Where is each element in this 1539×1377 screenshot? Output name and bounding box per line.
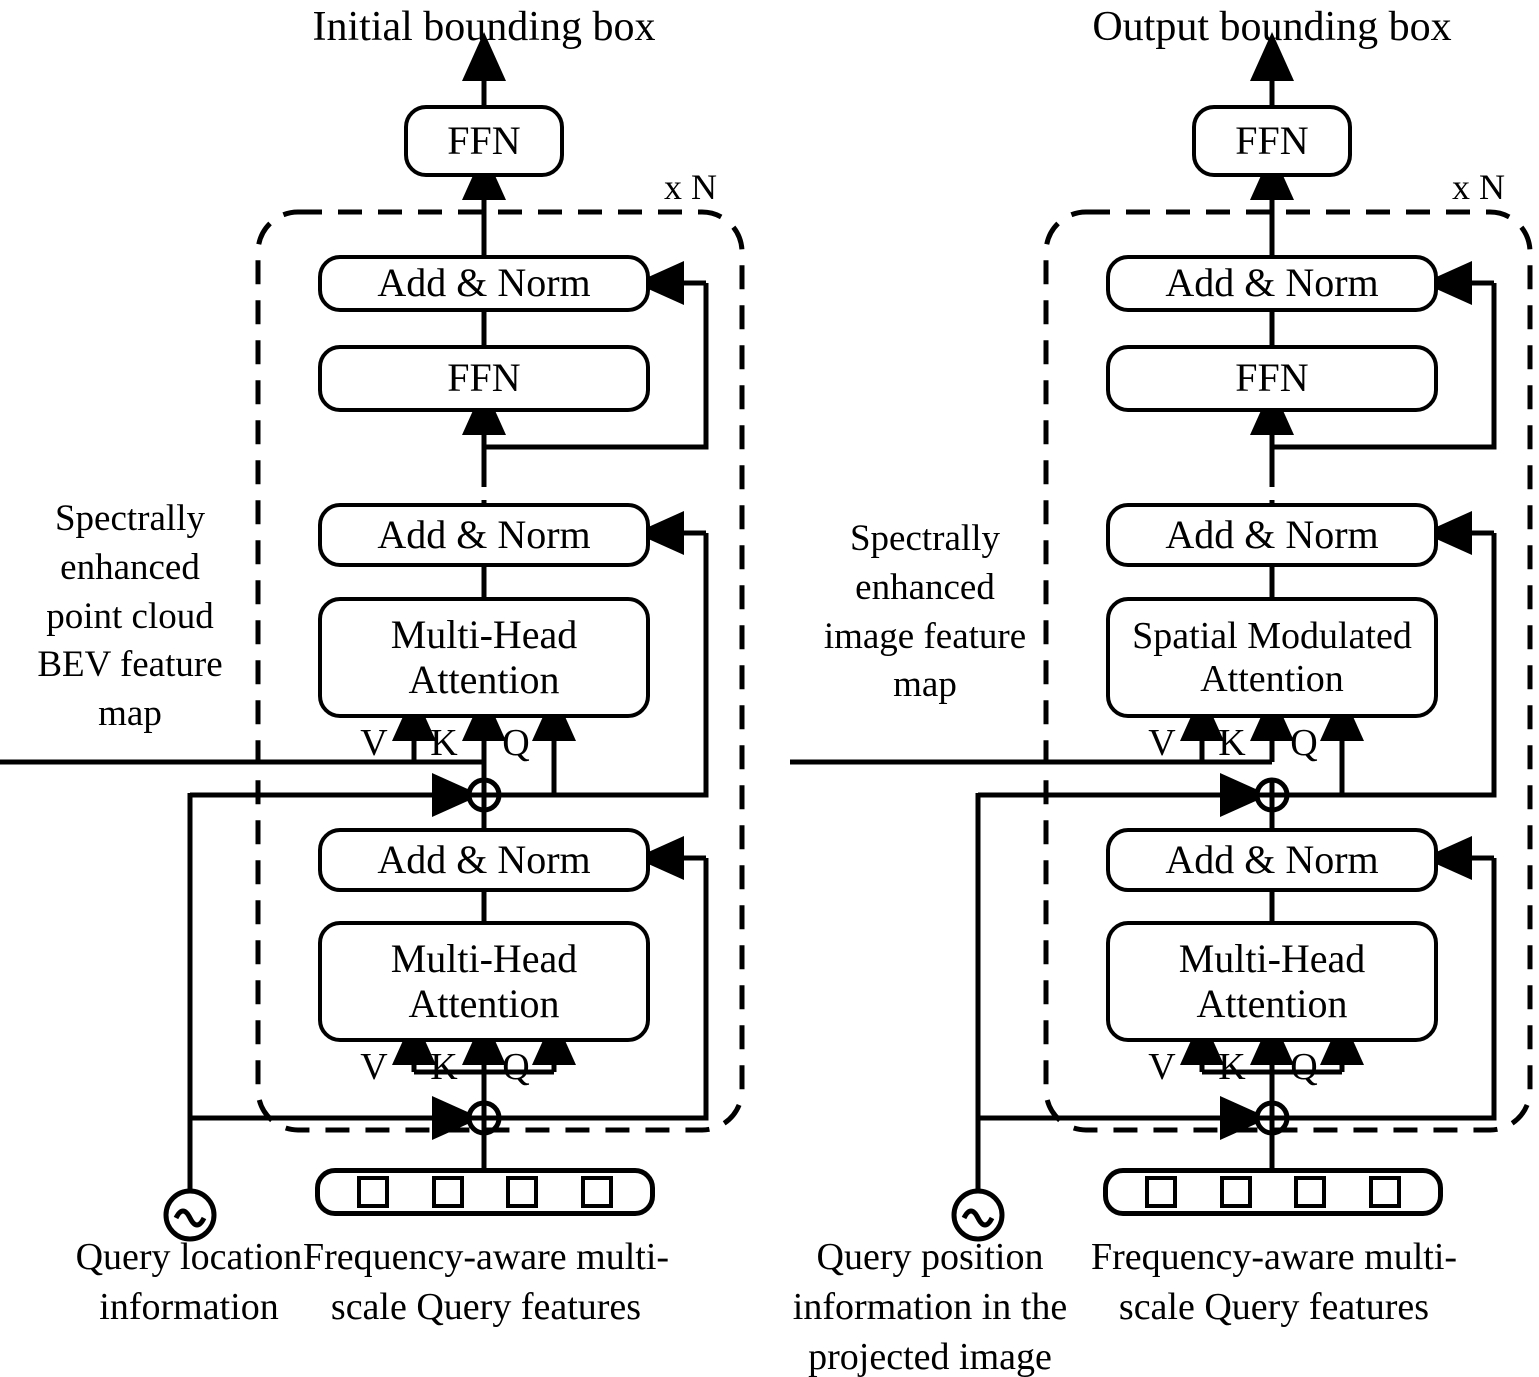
query-token <box>431 1176 464 1208</box>
vkq-q-right-self: Q <box>1290 1046 1318 1088</box>
block-right-addnorm-3[interactable]: Add & Norm <box>1106 255 1438 312</box>
block-right-ffn-inner[interactable]: FFN <box>1106 345 1438 412</box>
repeat-container-right <box>1043 209 1533 1133</box>
query-source-label-left: Query location information <box>75 1236 303 1329</box>
query-token <box>1219 1176 1252 1208</box>
vkq-v-right-self: V <box>1148 1046 1176 1088</box>
block-right-attn-self[interactable]: Multi-Head Attention <box>1106 921 1438 1042</box>
vkq-q-right-cross: Q <box>1290 722 1318 764</box>
query-tokens-label-left: Frequency-aware multi- scale Query featu… <box>302 1236 670 1329</box>
query-token <box>357 1176 390 1208</box>
query-tokens-label-right: Frequency-aware multi- scale Query featu… <box>1090 1236 1458 1329</box>
block-left-attn-self[interactable]: Multi-Head Attention <box>318 921 650 1042</box>
page-title-left: Initial bounding box <box>312 4 656 50</box>
block-left-addnorm-2[interactable]: Add & Norm <box>318 503 650 567</box>
block-right-addnorm-2[interactable]: Add & Norm <box>1106 503 1438 567</box>
vkq-k-left-self: K <box>430 1046 458 1088</box>
vkq-v-left-self: V <box>360 1046 388 1088</box>
block-left-ffn-out[interactable]: FFN <box>404 105 564 177</box>
block-right-attn-cross[interactable]: Spatial Modulated Attention <box>1106 597 1438 718</box>
block-left-ffn-inner[interactable]: FFN <box>318 345 650 412</box>
vkq-q-left-self: Q <box>502 1046 530 1088</box>
query-token <box>506 1176 539 1208</box>
page-title-right: Output bounding box <box>1092 4 1452 50</box>
vkq-k-left-cross: K <box>430 722 458 764</box>
feature-map-label-right: Spectrally enhanced image feature map <box>823 518 1027 706</box>
block-left-attn-cross[interactable]: Multi-Head Attention <box>318 597 650 718</box>
vkq-q-left-cross: Q <box>502 722 530 764</box>
query-tokens-left[interactable] <box>315 1168 655 1216</box>
vkq-k-right-cross: K <box>1218 722 1246 764</box>
query-token <box>1145 1176 1178 1208</box>
query-token <box>1294 1176 1327 1208</box>
repeat-container-left <box>255 209 745 1133</box>
repeat-label-right: x N <box>1452 167 1505 207</box>
feature-map-label-left: Spectrally enhanced point cloud BEV feat… <box>37 498 223 735</box>
query-source-label-right: Query position information in the projec… <box>792 1236 1068 1377</box>
vkq-v-right-cross: V <box>1148 722 1176 764</box>
query-token <box>1368 1176 1401 1208</box>
query-token <box>580 1176 613 1208</box>
block-left-addnorm-3[interactable]: Add & Norm <box>318 255 650 312</box>
block-left-addnorm-1[interactable]: Add & Norm <box>318 828 650 892</box>
block-right-ffn-out[interactable]: FFN <box>1192 105 1352 177</box>
query-tokens-right[interactable] <box>1103 1168 1443 1216</box>
block-right-addnorm-1[interactable]: Add & Norm <box>1106 828 1438 892</box>
repeat-label-left: x N <box>664 167 717 207</box>
vkq-v-left-cross: V <box>360 722 388 764</box>
vkq-k-right-self: K <box>1218 1046 1246 1088</box>
